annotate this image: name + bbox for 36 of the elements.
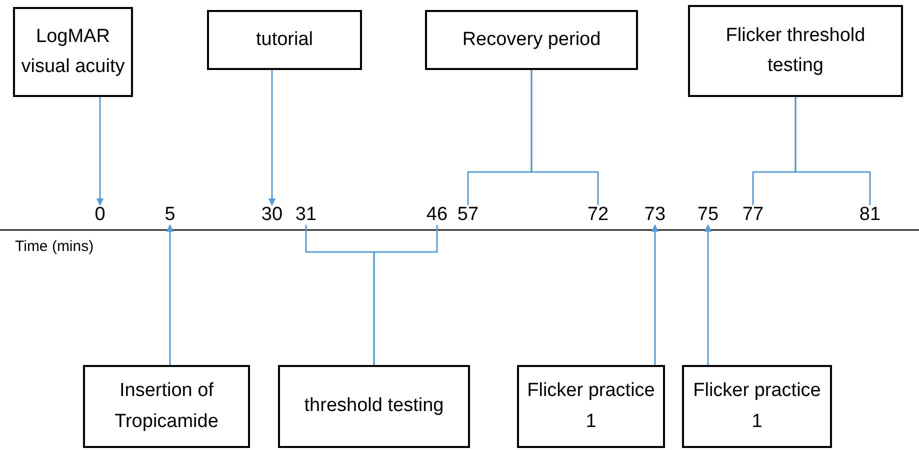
time-label: 46: [422, 205, 452, 225]
event-box: [83, 365, 250, 448]
arrow: [268, 70, 276, 206]
event-label: Flicker practice 1: [692, 379, 822, 434]
arrow: [166, 224, 174, 365]
time-label: 31: [291, 205, 321, 225]
bracket-connector: [794, 97, 871, 205]
event-box: [517, 365, 665, 448]
arrow: [704, 224, 712, 365]
time-label: 57: [453, 205, 483, 225]
event-label: tutorial: [256, 28, 314, 52]
event-box: [425, 10, 638, 70]
event-label: Flicker threshold testing: [724, 24, 866, 78]
event-label: Recovery period: [462, 28, 601, 52]
event-label: Insertion of Tropicamide: [114, 379, 220, 434]
bracket-connector: [530, 70, 599, 205]
time-label: 72: [583, 205, 613, 225]
axis-label: Time (mins): [15, 238, 94, 255]
event-label: Flicker practice 1: [526, 379, 656, 434]
event-box: [682, 365, 832, 448]
arrow: [651, 224, 659, 365]
time-label: 75: [693, 205, 723, 225]
time-label: 5: [155, 205, 185, 225]
time-label: 77: [738, 205, 768, 225]
time-label: 30: [257, 205, 287, 225]
event-box: [278, 365, 470, 448]
event-box: [207, 10, 362, 70]
time-label: 0: [85, 205, 115, 225]
event-label: threshold testing: [304, 394, 444, 418]
event-box: [688, 5, 903, 97]
event-label: LogMAR visual acuity: [21, 24, 125, 79]
arrow: [96, 97, 104, 206]
time-label: 73: [640, 205, 670, 225]
event-box: [13, 7, 133, 97]
time-label: 81: [855, 205, 885, 225]
bracket-connector: [373, 225, 438, 365]
